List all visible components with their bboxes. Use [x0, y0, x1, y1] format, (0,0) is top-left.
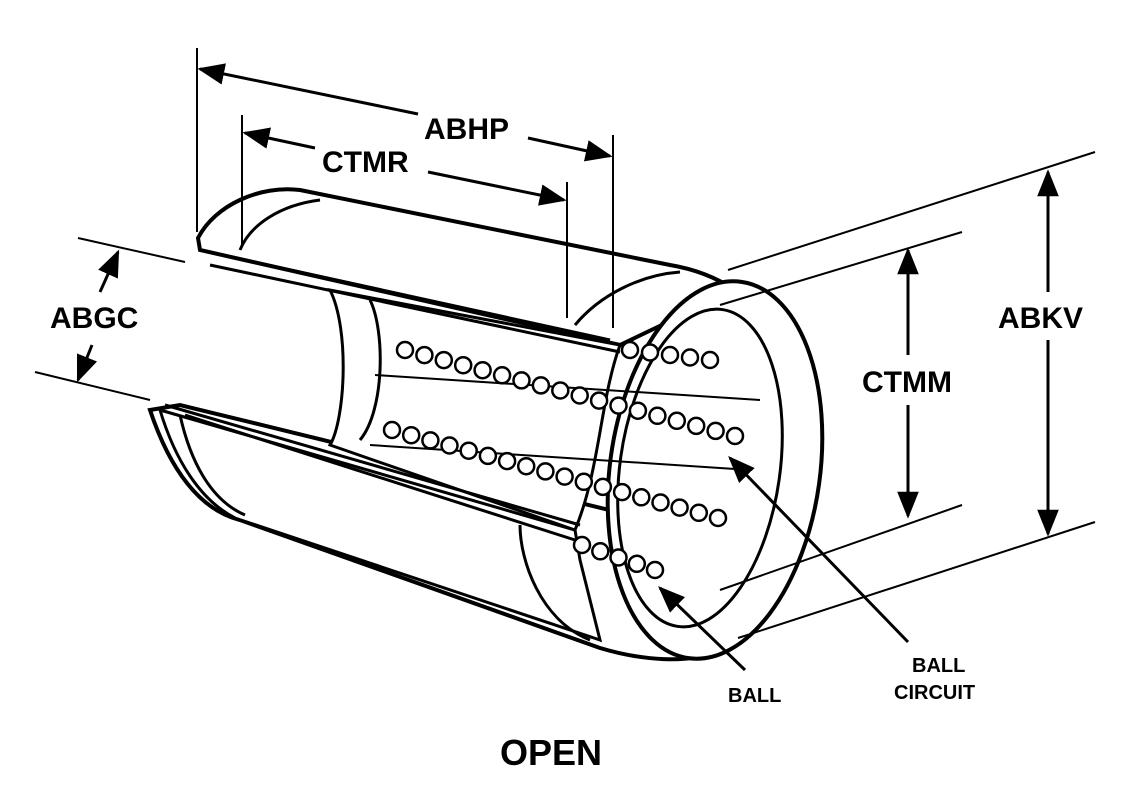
ball: [651, 493, 670, 512]
ball-circuits: [382, 340, 745, 580]
ball: [473, 360, 492, 380]
ball: [612, 482, 632, 502]
ball: [589, 391, 609, 410]
ball: [570, 386, 589, 405]
ball: [640, 343, 660, 362]
ball: [497, 451, 517, 471]
ball: [628, 401, 648, 420]
ball: [478, 446, 498, 466]
ball: [434, 350, 454, 370]
ball: [700, 350, 720, 370]
ball: [440, 436, 459, 455]
ball: [531, 376, 551, 395]
ball: [667, 411, 687, 431]
ball: [574, 472, 594, 492]
dimension-label-ctmm: CTMM: [862, 366, 952, 399]
ball: [686, 416, 706, 436]
ball: [395, 340, 415, 360]
ball: [689, 503, 709, 523]
ball: [609, 548, 628, 567]
ball: [609, 396, 628, 415]
callout-label-ball-circuit-line2: CIRCUIT: [894, 682, 975, 704]
ball: [706, 421, 725, 441]
dimension-label-abhp: ABHP: [424, 113, 509, 146]
ball: [512, 371, 531, 390]
ball: [421, 431, 440, 450]
ball: [648, 406, 667, 426]
ball: [453, 355, 473, 375]
ball: [670, 498, 689, 517]
ball: [516, 456, 536, 476]
ball: [645, 560, 665, 580]
ball: [627, 554, 647, 574]
callout-labels: BALL BALL CIRCUIT: [728, 655, 975, 707]
ball: [459, 441, 478, 460]
callout-label-ball-circuit-line1: BALL: [912, 655, 965, 677]
ball: [620, 340, 640, 360]
ball: [555, 467, 574, 486]
ball: [382, 420, 402, 440]
ball: [660, 345, 680, 365]
ball: [415, 345, 434, 365]
ball: [591, 542, 610, 561]
ball: [401, 425, 421, 445]
ball: [572, 535, 592, 555]
dimension-lines: [34, 48, 1096, 672]
ball: [680, 348, 700, 367]
dimension-labels: ABHP CTMR ABGC ABKV CTMM: [50, 113, 1083, 399]
diagram-caption: OPEN: [500, 732, 602, 773]
ball: [536, 462, 555, 481]
ball: [725, 426, 745, 446]
callout-label-ball: BALL: [728, 685, 781, 707]
ball: [551, 381, 570, 400]
ball: [708, 508, 728, 528]
ball: [632, 488, 651, 507]
ball: [492, 366, 512, 385]
ball: [593, 477, 613, 497]
dimension-label-abkv: ABKV: [998, 302, 1083, 335]
dimension-label-ctmr: CTMR: [322, 146, 409, 179]
dimension-label-abgc: ABGC: [50, 302, 138, 335]
